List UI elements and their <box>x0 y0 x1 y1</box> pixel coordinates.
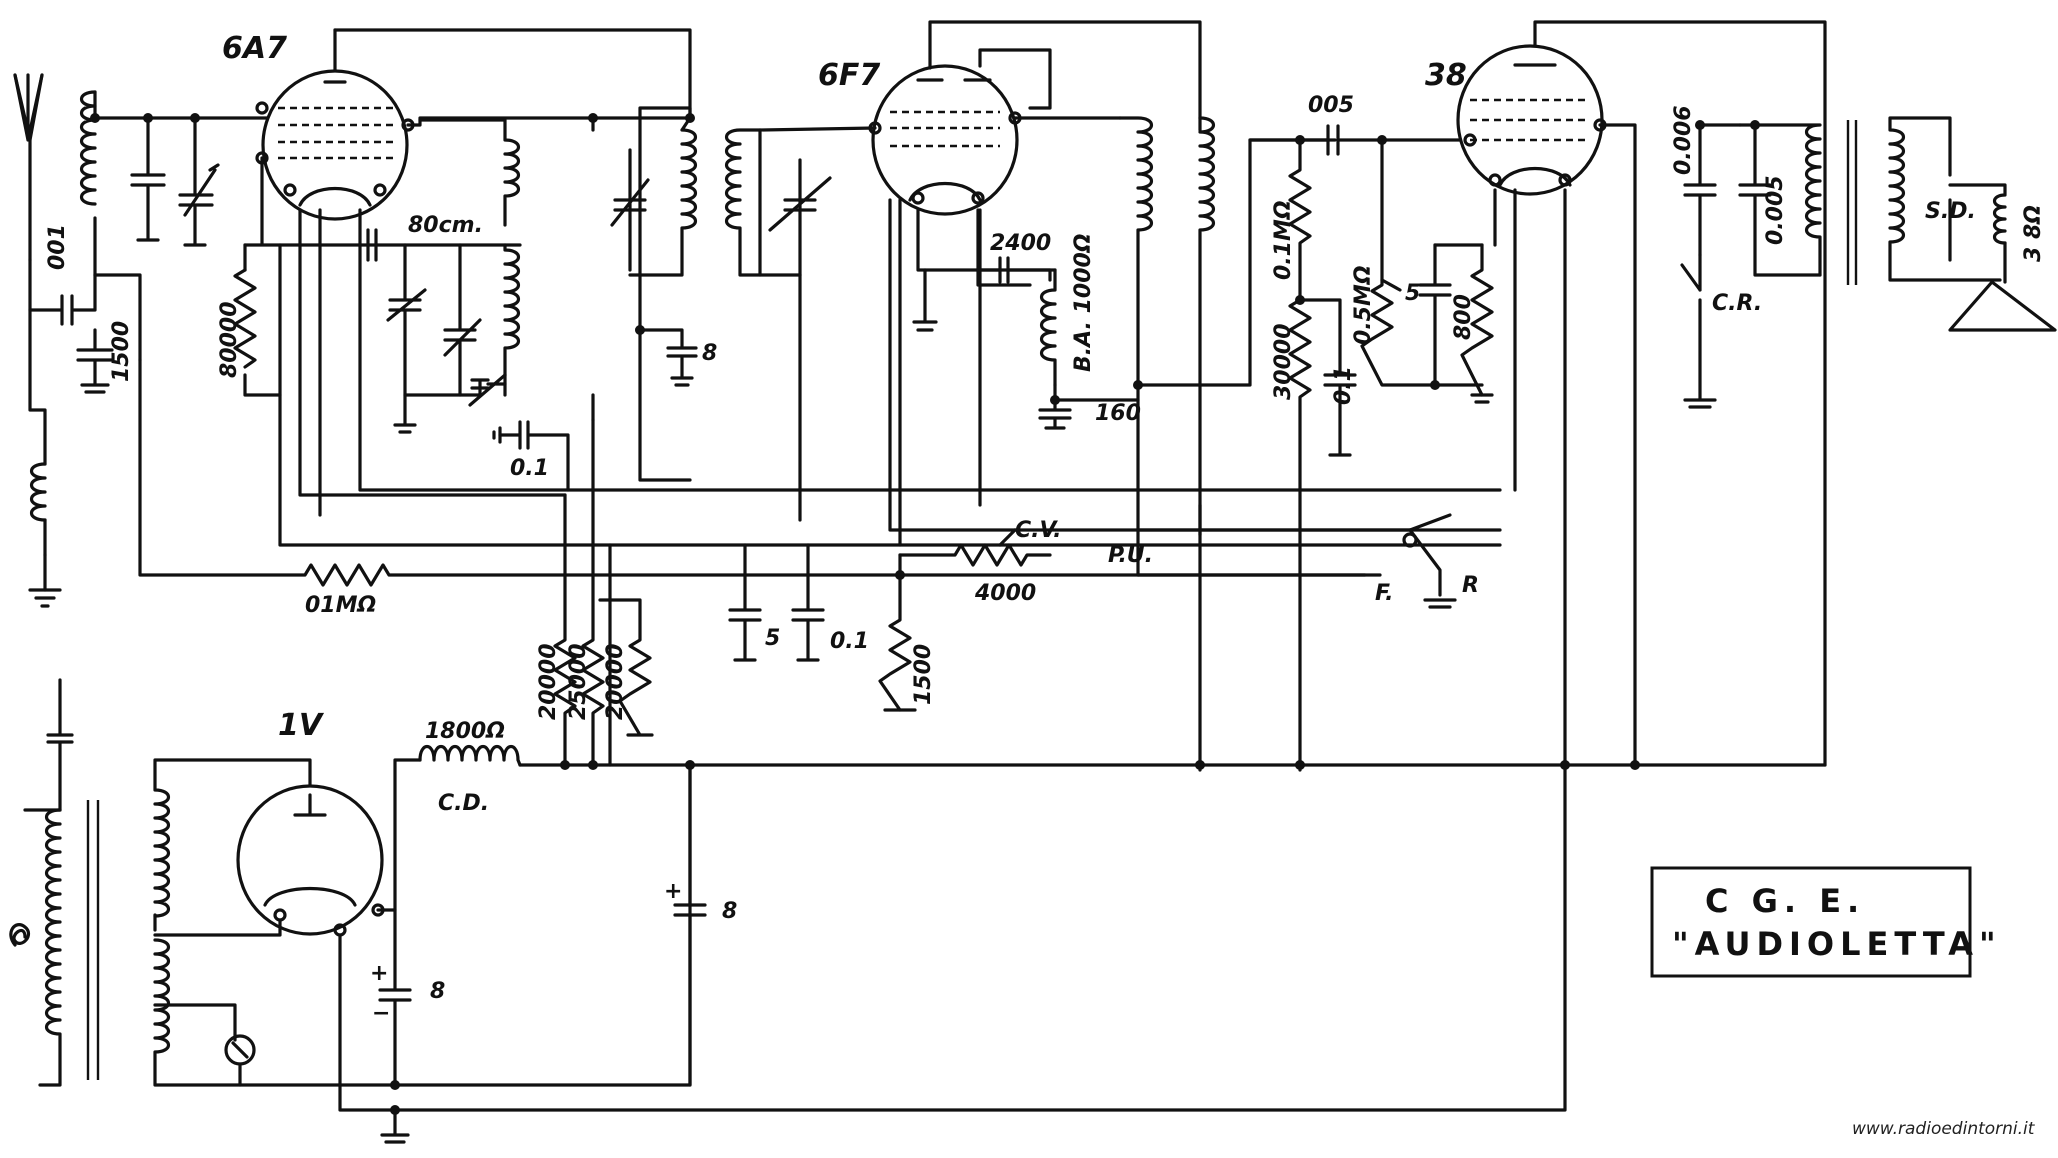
label-01-c: 0.1 <box>830 629 869 654</box>
label-1500-cap: 1500 <box>109 321 134 382</box>
volume-potentiometer-cv <box>898 528 1052 572</box>
pickup-switch <box>1136 503 1457 609</box>
filter-choke-cd <box>418 744 522 767</box>
label-pu: P.U. <box>1108 543 1153 568</box>
cr-switch <box>1680 253 1717 409</box>
label-2400: 2400 <box>990 231 1051 256</box>
label-cr: C.R. <box>1712 291 1762 316</box>
capacitor-01-a <box>492 420 570 492</box>
title-line-2: "AUDIOLETTA" <box>1672 925 2002 963</box>
label-05mohm: 0.5MΩ <box>1351 265 1376 345</box>
label-8-low: 8 <box>430 979 445 1004</box>
label-8-top: 8 <box>702 341 717 366</box>
oscillator-coil <box>418 118 521 397</box>
label-cd: C.D. <box>438 791 489 816</box>
avc-resistor-01mohm <box>138 358 1382 587</box>
label-001: 001 <box>45 224 70 270</box>
title-block: C G. E. "AUDIOLETTA" <box>1650 866 2002 978</box>
label-0006: 0.006 <box>1671 105 1696 175</box>
resistor-80000 <box>233 268 257 369</box>
output-transformer <box>1738 116 2007 285</box>
converter-wiring <box>243 28 1502 547</box>
label-4000: 4000 <box>974 581 1036 606</box>
voltage-divider-resistors <box>553 418 654 767</box>
tube-label-6f7: 6F7 <box>818 58 880 93</box>
antenna-coupling-capacitor <box>28 273 114 394</box>
label-1800: 1800Ω <box>425 719 505 744</box>
label-20000-a: 20000 <box>536 643 561 720</box>
capacitor-2400 <box>978 256 1052 284</box>
tube-label-1v: 1V <box>278 708 325 743</box>
audio-coupling-choke <box>1118 116 1154 532</box>
label-5-b: 5 <box>1405 281 1420 306</box>
label-01mohm-b: 0.1MΩ <box>1271 200 1296 280</box>
output-stage-wiring <box>1493 123 1637 767</box>
label-plus-b: + <box>370 961 388 986</box>
label-ba: B.A. 1000Ω <box>1071 233 1096 372</box>
label-160: 160 <box>1095 401 1141 426</box>
label-cv: C.V. <box>1015 518 1061 543</box>
tube-1v <box>236 784 385 937</box>
filter-capacitor-8 <box>673 763 707 1087</box>
resistor-05mohm <box>1360 138 1484 387</box>
plate-choke <box>1198 116 1216 767</box>
tube-6a7 <box>255 28 415 221</box>
label-80cm: 80cm. <box>408 213 483 238</box>
label-80000: 80000 <box>217 301 242 378</box>
label-005: 005 <box>1308 93 1354 118</box>
input-rf-coil <box>79 90 272 362</box>
label-f: F. <box>1375 581 1394 606</box>
label-30000: 30000 <box>1271 323 1296 400</box>
antenna-symbol <box>13 73 44 262</box>
resistor-30000 <box>1288 298 1357 767</box>
capacitor-0005 <box>1738 123 1822 277</box>
label-sd: S.D. <box>1925 199 1976 224</box>
if-transformer-2-primary <box>724 128 832 522</box>
label-5-a: 5 <box>765 626 780 651</box>
label-01-a: 0.1 <box>510 456 549 481</box>
label-spk: 3 8Ω <box>2021 205 2046 262</box>
tuning-capacitor-1 <box>130 116 220 247</box>
label-01mohm: 01MΩ <box>305 593 376 618</box>
watermark: www.radioedintorni.it <box>1852 1119 2036 1139</box>
resistor-800 <box>1460 243 1494 404</box>
label-20000-b: 20000 <box>603 643 628 720</box>
if-transformer-1 <box>591 106 698 482</box>
6f7-wiring <box>758 116 1502 547</box>
resistor-01mohm-b <box>1288 138 1312 302</box>
speaker-cone <box>1948 241 2057 332</box>
cathode-bypass-cap-5 <box>1418 243 1484 387</box>
label-01-b: 0.1 <box>1331 366 1356 405</box>
junction-dots <box>90 113 1760 1115</box>
pilot-lamp <box>224 1034 256 1087</box>
resistor-1500 <box>878 573 917 712</box>
title-line-1: C G. E. <box>1705 882 1865 920</box>
label-plus-mid: + <box>664 879 682 904</box>
mains-transformer <box>9 678 342 1087</box>
tube-38 <box>1456 20 1827 767</box>
label-800: 800 <box>1451 294 1476 340</box>
capacitor-8-top <box>638 328 698 387</box>
bypass-capacitors <box>728 543 825 662</box>
label-1500: 1500 <box>911 644 936 705</box>
tube-label-6a7: 6A7 <box>222 31 287 66</box>
tube-label-38: 38 <box>1425 58 1467 93</box>
label-r: R <box>1462 573 1479 598</box>
tube-6f7 <box>868 20 1202 216</box>
capacitor-0006 <box>1683 123 1742 257</box>
label-25000: 25000 <box>566 643 591 720</box>
label-0005: 0.005 <box>1763 175 1788 245</box>
antenna-coil <box>28 258 62 608</box>
oscillator-trimmer <box>386 243 507 434</box>
capacitor-80cm <box>366 228 378 262</box>
label-8-mid: 8 <box>722 899 737 924</box>
capacitor-005 <box>1248 124 1472 156</box>
label-minus-b: − <box>372 1001 390 1026</box>
